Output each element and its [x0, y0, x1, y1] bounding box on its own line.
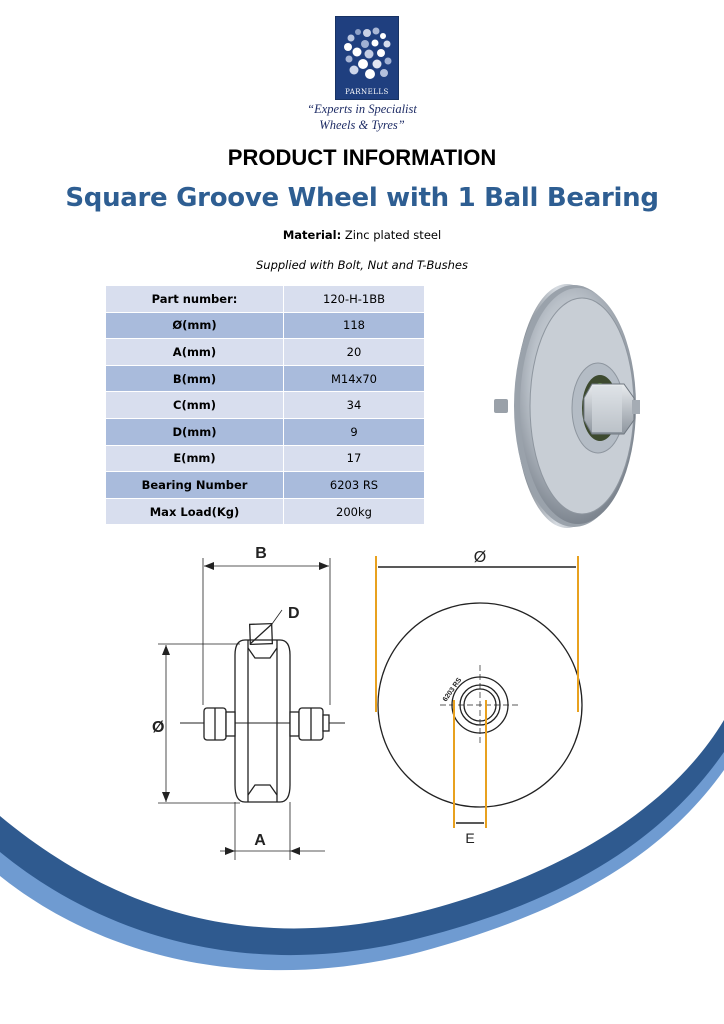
material-line: Material: Zinc plated steel: [0, 228, 724, 242]
spec-key: Max Load(Kg): [105, 497, 284, 526]
spec-value: 6203 RS: [283, 471, 425, 499]
dim-label-d: D: [288, 605, 300, 622]
spec-row: E(mm)17: [105, 444, 425, 473]
dim-label-e: E: [465, 830, 474, 846]
technical-drawing: B D Ø A Ø E 6203 RS: [152, 545, 583, 860]
company-logo: PARNELLS: [335, 16, 399, 100]
spec-value: 9: [283, 417, 425, 446]
spec-value: 120-H-1BB: [283, 285, 425, 313]
dim-label-dia-front: Ø: [474, 549, 486, 566]
spec-row: Part number:120-H-1BB: [105, 285, 425, 313]
material-label: Material:: [282, 228, 342, 242]
spec-key: E(mm): [105, 444, 284, 473]
spec-row: C(mm)34: [105, 391, 425, 419]
decorative-wave: [0, 720, 724, 971]
product-title: Square Groove Wheel with 1 Ball Bearing: [65, 183, 659, 213]
spec-row: Max Load(Kg)200kg: [105, 497, 425, 526]
spec-row: D(mm)9: [105, 417, 425, 446]
spec-key: C(mm): [105, 391, 284, 419]
tagline-line-1: “Experts in Specialist: [307, 102, 417, 116]
spec-key: A(mm): [105, 338, 284, 366]
spec-key: B(mm): [105, 364, 284, 393]
spec-value: 34: [283, 391, 425, 419]
spec-row: A(mm)20: [105, 338, 425, 366]
wheel-product-image: [494, 284, 640, 528]
spec-key: Part number:: [105, 285, 284, 313]
spec-key: Bearing Number: [105, 471, 284, 499]
page-heading: PRODUCT INFORMATION: [227, 145, 497, 170]
dim-label-b: B: [255, 545, 267, 562]
dim-label-dia-side: Ø: [152, 719, 164, 736]
spec-value: 200kg: [283, 497, 425, 526]
logo-swirl-icon: [344, 27, 392, 79]
supplied-note: Supplied with Bolt, Nut and T-Bushes: [255, 258, 468, 272]
logo-brand-name: PARNELLS: [345, 88, 389, 96]
spec-row: B(mm)M14x70: [105, 364, 425, 393]
spec-value: M14x70: [283, 364, 425, 393]
spec-value: 118: [283, 311, 425, 340]
spec-row: Ø(mm)118: [105, 311, 425, 340]
spec-value: 17: [283, 444, 425, 473]
spec-value: 20: [283, 338, 425, 366]
company-tagline: “Experts in Specialist Wheels & Tyres”: [262, 101, 462, 133]
tagline-line-2: Wheels & Tyres”: [319, 118, 405, 132]
dim-label-a: A: [254, 832, 266, 849]
spec-key: D(mm): [105, 417, 284, 446]
spec-key: Ø(mm): [105, 311, 284, 340]
material-value: Zinc plated steel: [344, 228, 442, 242]
